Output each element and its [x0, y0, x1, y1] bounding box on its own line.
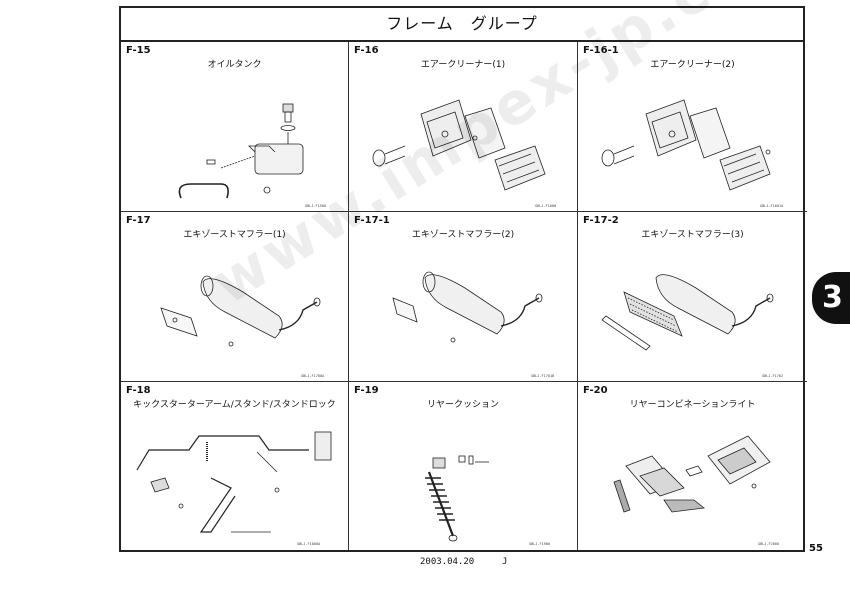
diagram-code: F-18: [126, 385, 151, 396]
diagram-code: F-19: [354, 385, 379, 396]
diagram-cell-f16[interactable]: F-16 エアークリーナー(1) GBLJ-F1600: [349, 42, 578, 212]
diagram-cell-f15[interactable]: F-15 オイルタンク GBLJ-F1500: [121, 42, 349, 212]
diagram-ref: GBLJ-F1701B: [531, 374, 555, 378]
diagram-title: エキゾーストマフラー(2): [411, 230, 515, 240]
diagram-cell-f16-1[interactable]: F-16-1 エアークリーナー(2) GBLJ-F1601A: [578, 42, 807, 212]
diagram-cell-f17[interactable]: F-17 エキゾーストマフラー(1) GBLJ-F1700A: [121, 212, 349, 382]
diagram-ref: GBLJ-F2000: [758, 542, 780, 546]
diagram-grid: F-15 オイルタンク GBLJ-F1500 F-16 エアークリーナー(1): [121, 42, 807, 550]
diagram-ref: GBLJ-F1900: [529, 542, 551, 546]
exhaust-muffler-3-drawing: [601, 274, 774, 351]
oil-tank-drawing: [178, 103, 304, 199]
diagram-title: キックスターターアーム/スタンド/スタンドロック: [133, 400, 336, 410]
diagram-ref: GBLJ-F1600: [535, 204, 557, 208]
diagram-cell-f18[interactable]: F-18 キックスターターアーム/スタンド/スタンドロック GBLJ-F1800…: [121, 382, 349, 550]
footer-edition: J: [502, 557, 508, 567]
diagram-cell-f20[interactable]: F-20 リヤーコンビネーションライト GBLJ-F2000: [578, 382, 807, 550]
diagram-ref: GBLJ-F1800A: [297, 542, 321, 546]
page-number: 55: [809, 543, 823, 554]
diagram-ref: GBLJ-F1702: [762, 374, 784, 378]
diagram-cell-f19[interactable]: F-19 リヤークッション GBLJ-F1900: [349, 382, 578, 550]
diagram-code: F-16: [354, 45, 379, 56]
diagram-code: F-20: [583, 385, 608, 396]
kick-starter-stand-drawing: [136, 431, 332, 533]
diagram-title: エキゾーストマフラー(1): [183, 230, 286, 240]
diagram-title: エキゾーストマフラー(3): [641, 230, 744, 240]
page-title: フレーム グループ: [121, 8, 803, 42]
diagram-ref: GBLJ-F1700A: [301, 374, 325, 378]
diagram-cell-f17-2[interactable]: F-17-2 エキゾーストマフラー(3) GBLJ-F1702: [578, 212, 807, 382]
rear-cushion-drawing: [425, 455, 489, 542]
diagram-title: エアークリーナー(1): [420, 60, 506, 70]
rear-combination-light-drawing: [613, 435, 771, 513]
exhaust-muffler-drawing: [160, 275, 321, 347]
footer-date: 2003.04.20: [420, 557, 475, 567]
section-tab: 3: [812, 272, 850, 324]
diagram-code: F-17-2: [583, 215, 619, 226]
diagram-title: エアークリーナー(2): [650, 60, 735, 70]
diagram-code: F-17-1: [354, 215, 390, 226]
diagram-code: F-15: [126, 45, 151, 56]
diagram-code: F-17: [126, 215, 151, 226]
diagram-title: リヤーコンビネーションライト: [629, 400, 756, 410]
page-frame: フレーム グループ F-15 オイルタンク GBLJ-F1500 F-16 エア…: [119, 6, 807, 552]
diagram-title: リヤークッション: [426, 400, 499, 410]
diagram-title: オイルタンク: [207, 60, 262, 70]
diagram-ref: GBLJ-F1500: [305, 204, 327, 208]
exhaust-muffler-2-drawing: [392, 271, 543, 343]
air-cleaner-drawing: [372, 99, 546, 191]
diagram-cell-f17-1[interactable]: F-17-1 エキゾーストマフラー(2) GBLJ-F1701B: [349, 212, 578, 382]
air-cleaner-2-drawing: [601, 99, 771, 191]
diagram-code: F-16-1: [583, 45, 619, 56]
diagram-ref: GBLJ-F1601A: [760, 204, 784, 208]
